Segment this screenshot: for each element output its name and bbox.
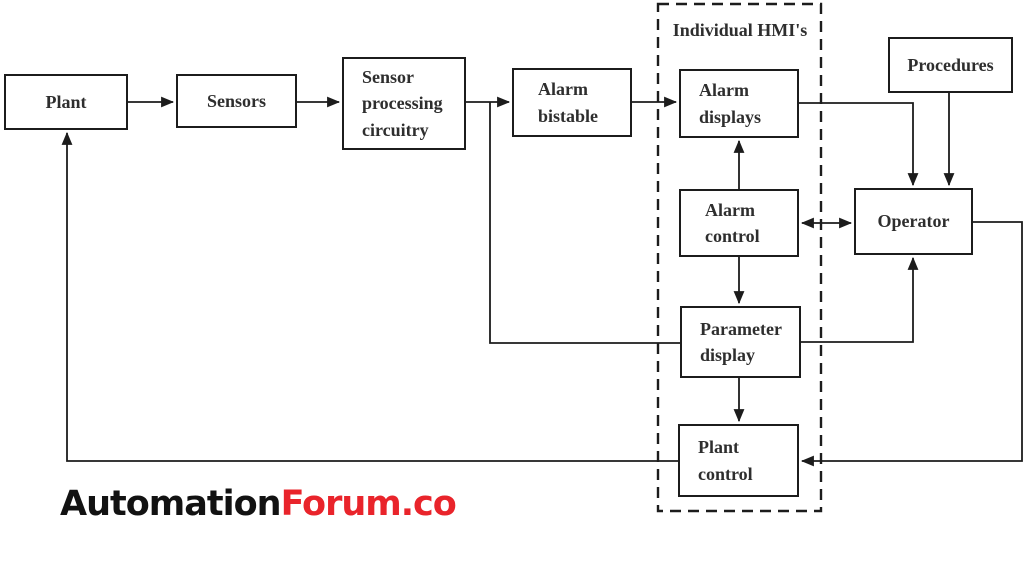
node-procedures: Procedures [888,37,1013,93]
connector-operator-to-plant-control [800,221,1023,467]
node-plant: Plant [4,74,128,130]
logo-text-forum-co: Forum.co [280,484,457,524]
connector-alarm-displays-to-operator [799,102,919,187]
node-operator: Operator [854,188,973,255]
node-alarm-control: Alarm control [679,189,799,257]
connector-plant-control-to-plant [61,131,678,462]
node-sensors: Sensors [176,74,297,128]
hmi-group-frame [656,2,823,513]
connector-sensor-processing-to-parameter-display [489,102,680,344]
logo-text-automation: Automation [60,484,282,524]
node-plant-control: Plant control [678,424,799,497]
node-sensor-processing-circuitry: Sensor processing circuitry [342,57,466,150]
node-alarm-displays: Alarm displays [679,69,799,138]
node-parameter-display: Parameter display [680,306,801,378]
hmi-group-label: Individual HMI's [672,20,808,40]
connector-parameter-display-to-operator [801,256,919,343]
node-alarm-bistable: Alarm bistable [512,68,632,137]
automationforum-logo: AutomationForum.co [60,484,457,524]
